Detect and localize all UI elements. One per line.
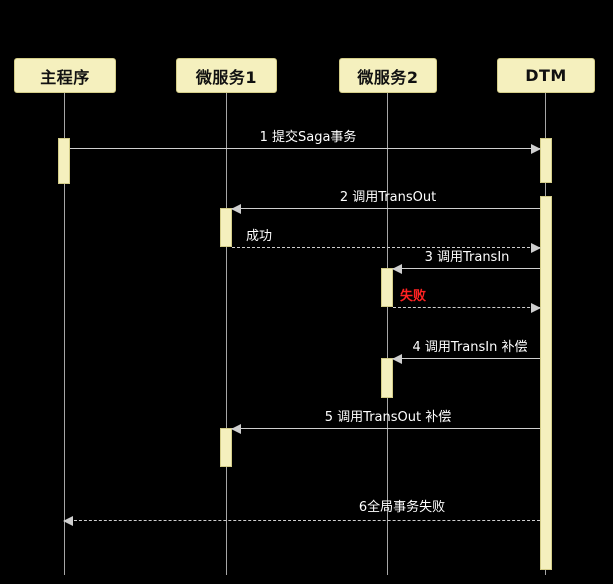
- participant-microservice-2: 微服务2: [339, 58, 437, 93]
- message-arrow-global-failure: [63, 516, 540, 526]
- message-arrow-call-transout: [231, 204, 540, 214]
- message-arrow-transout-success: [232, 243, 541, 253]
- activation-dtm-1: [540, 138, 552, 183]
- message-label-call-transin: 3 调用TransIn: [424, 250, 510, 265]
- message-arrow-submit-saga: [70, 144, 541, 154]
- arrowhead: [63, 516, 73, 526]
- activation-dtm-2: [540, 196, 552, 570]
- message-arrow-transin-failure: [393, 303, 541, 313]
- lifeline-main-program: [64, 93, 65, 575]
- arrowhead: [531, 144, 541, 154]
- arrowhead: [392, 354, 402, 364]
- participant-microservice-1: 微服务1: [176, 58, 277, 93]
- participant-label: 微服务1: [195, 67, 258, 87]
- activation-main-program: [58, 138, 70, 184]
- arrowhead: [531, 243, 541, 253]
- participant-main-program: 主程序: [14, 58, 116, 93]
- activation-microservice-1-a: [220, 208, 232, 247]
- activation-microservice-1-b: [220, 428, 232, 467]
- arrowhead: [531, 303, 541, 313]
- message-label-transin-failure: 失败: [400, 289, 427, 304]
- activation-microservice-2-b: [381, 358, 393, 398]
- participant-dtm: DTM: [497, 58, 595, 93]
- arrowhead: [392, 264, 402, 274]
- arrowhead: [231, 424, 241, 434]
- participant-label: 主程序: [40, 67, 90, 87]
- message-label-submit-saga: 1 提交Saga事务: [259, 130, 357, 145]
- message-arrow-call-transin: [392, 264, 540, 274]
- message-arrow-transin-compensate: [392, 354, 540, 364]
- message-label-transout-success: 成功: [246, 229, 273, 244]
- participant-label: DTM: [525, 66, 567, 85]
- message-label-global-failure: 6全局事务失败: [358, 500, 446, 515]
- lifeline-microservice-2: [387, 93, 388, 575]
- activation-microservice-2-a: [381, 268, 393, 307]
- message-label-call-transout: 2 调用TransOut: [339, 190, 437, 205]
- arrowhead: [231, 204, 241, 214]
- message-label-transout-compensate: 5 调用TransOut 补偿: [324, 410, 452, 425]
- message-label-transin-compensate: 4 调用TransIn 补偿: [412, 340, 528, 355]
- message-arrow-transout-compensate: [231, 424, 540, 434]
- lifeline-microservice-1: [226, 93, 227, 575]
- participant-label: 微服务2: [357, 67, 419, 87]
